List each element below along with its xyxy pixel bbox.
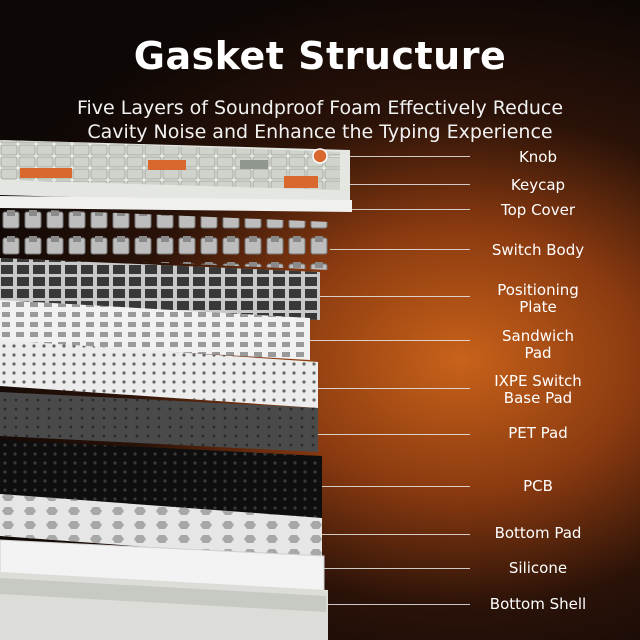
leader-top-cover <box>352 209 470 210</box>
leader-positioning-plate <box>320 296 470 297</box>
leader-ixpe-pad <box>318 388 470 389</box>
label-silicone: Silicone <box>478 560 598 577</box>
leader-pcb <box>322 486 470 487</box>
label-pet-pad: PET Pad <box>478 425 598 442</box>
knob-icon <box>313 149 327 163</box>
leader-bottom-shell <box>328 604 470 605</box>
label-keycap: Keycap <box>478 177 598 194</box>
label-pcb: PCB <box>478 478 598 495</box>
label-switch-body: Switch Body <box>478 242 598 259</box>
keycap-layer <box>0 140 350 205</box>
leader-pet-pad <box>318 434 470 435</box>
label-positioning-plate: Positioning Plate <box>478 282 598 316</box>
label-knob: Knob <box>478 149 598 166</box>
leader-switch-body <box>330 249 470 250</box>
leader-bottom-pad <box>322 534 470 535</box>
leader-sandwich-pad <box>310 340 470 341</box>
label-bottom-shell: Bottom Shell <box>478 596 598 613</box>
leader-keycap <box>340 184 470 185</box>
label-ixpe-pad: IXPE Switch Base Pad <box>478 373 598 407</box>
leader-silicone <box>324 568 470 569</box>
label-sandwich-pad: Sandwich Pad <box>478 328 598 362</box>
leader-knob <box>330 156 470 157</box>
label-top-cover: Top Cover <box>478 202 598 219</box>
label-bottom-pad: Bottom Pad <box>478 525 598 542</box>
